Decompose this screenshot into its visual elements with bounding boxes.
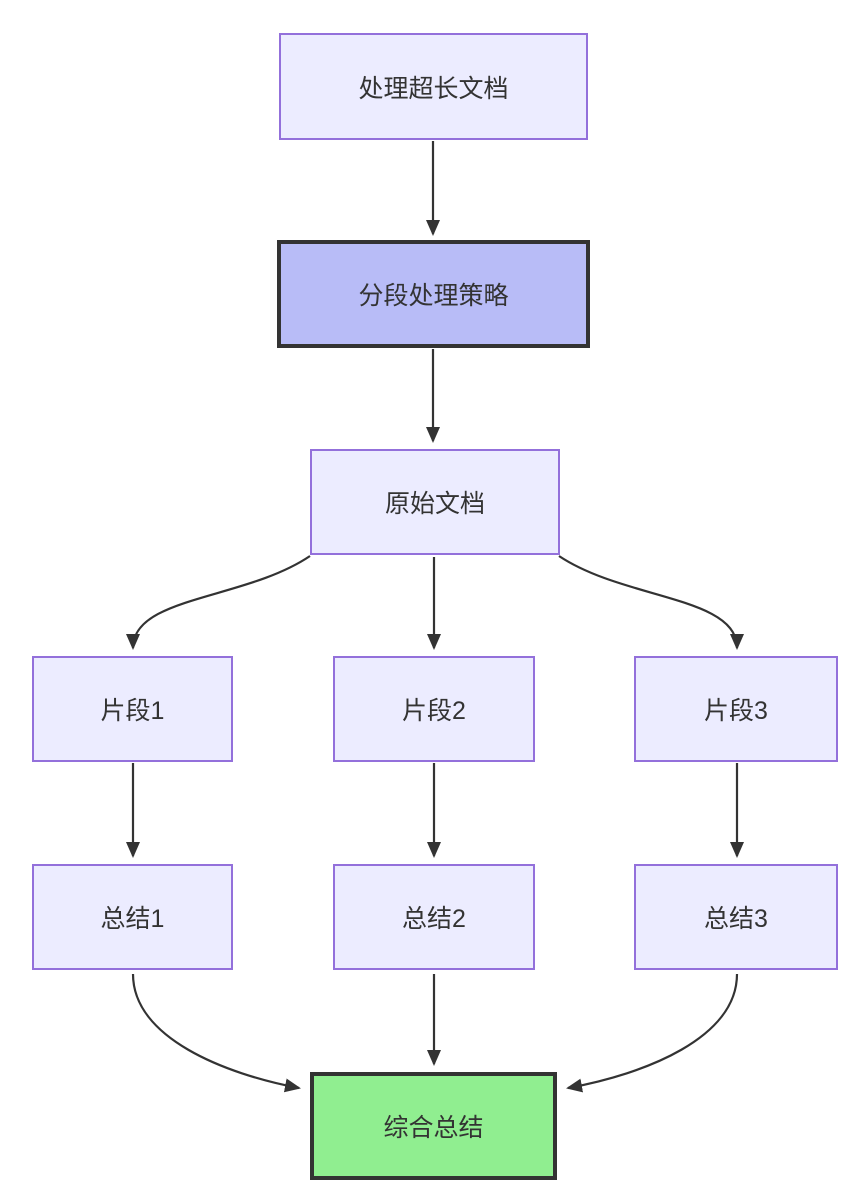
node-final: 综合总结 <box>310 1072 557 1180</box>
node-start-label: 处理超长文档 <box>358 74 509 103</box>
node-seg2: 片段2 <box>333 656 535 762</box>
node-sum2-label: 总结2 <box>402 905 466 933</box>
node-sum3-label: 总结3 <box>704 905 768 933</box>
edge-sum3-final <box>566 973 739 1093</box>
node-sum1: 总结1 <box>32 864 233 970</box>
node-seg3: 片段3 <box>634 656 838 762</box>
node-doc: 原始文档 <box>310 449 560 555</box>
node-doc-label: 原始文档 <box>384 490 485 518</box>
node-strategy: 分段处理策略 <box>277 240 590 348</box>
node-seg2-label: 片段2 <box>402 697 466 725</box>
node-strategy-label: 分段处理策略 <box>358 282 509 310</box>
node-seg1: 片段1 <box>32 656 233 762</box>
edge-doc-seg1 <box>126 555 311 650</box>
node-final-label: 综合总结 <box>383 1114 484 1142</box>
node-start: 处理超长文档 <box>279 33 588 140</box>
edge-doc-seg3 <box>558 555 744 650</box>
node-seg1-label: 片段1 <box>100 697 165 725</box>
node-seg3-label: 片段3 <box>704 697 768 725</box>
edge-sum1-final <box>131 973 301 1093</box>
node-sum2: 总结2 <box>333 864 535 970</box>
node-sum3: 总结3 <box>634 864 838 970</box>
node-sum1-label: 总结1 <box>100 905 165 933</box>
